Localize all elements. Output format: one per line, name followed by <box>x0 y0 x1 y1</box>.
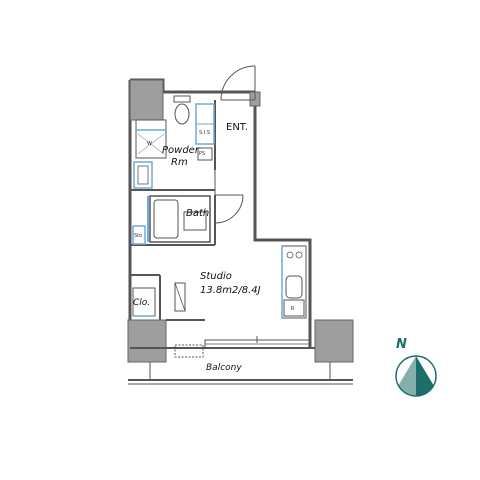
balcony-sash <box>204 336 311 349</box>
label-balcony: Balcony <box>206 363 242 373</box>
compass-north-letter: N <box>396 337 407 352</box>
bathtub <box>147 195 211 243</box>
balcony-railing <box>128 362 353 385</box>
label-powder-room-1: Powder <box>162 145 199 156</box>
label-shoe-storage: S.I.S <box>199 130 211 136</box>
label-pipe-space: PS <box>199 151 206 157</box>
label-powder-room-2: Rm <box>171 157 188 168</box>
label-studio: Studio <box>200 271 232 282</box>
north-compass <box>395 355 437 397</box>
entrance-door <box>220 65 256 101</box>
label-entrance: ENT. <box>226 122 248 133</box>
label-refrigerator: R <box>291 306 295 312</box>
storage-unit <box>132 225 146 245</box>
balcony-drain <box>174 344 204 358</box>
label-bath: Bath <box>186 208 210 219</box>
label-washer: W <box>147 141 152 147</box>
kitchen <box>281 245 307 319</box>
studio-cabinet <box>174 282 186 312</box>
wash-basin <box>133 161 153 189</box>
pipe-space <box>197 147 213 161</box>
washer-pan <box>135 119 167 159</box>
label-storage: Sto <box>134 233 143 239</box>
column-bottom-right <box>314 319 354 363</box>
column-bottom-left <box>127 319 167 363</box>
column-top-left <box>129 79 164 121</box>
inner-walls <box>130 100 315 349</box>
label-closet: Clo. <box>133 298 151 308</box>
label-studio-area: 13.8m2/8.4J <box>200 285 261 296</box>
bath-door <box>214 170 244 224</box>
toilet <box>173 95 191 125</box>
